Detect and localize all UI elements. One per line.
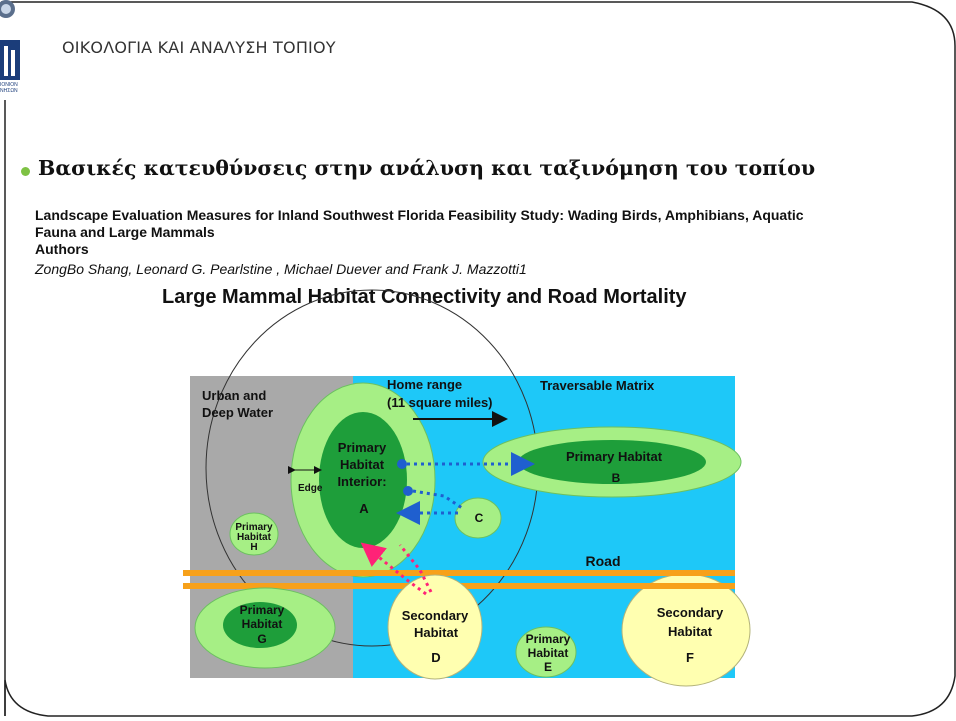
figure-title: Large Mammal Habitat Connectivity and Ro…	[162, 286, 687, 308]
habitat-b-interior	[518, 440, 706, 484]
label-a-3: Interior:	[337, 474, 386, 489]
label-a-4: A	[359, 501, 369, 516]
label-edge: Edge	[298, 483, 323, 494]
label-home-range-2: (11 square miles)	[387, 395, 493, 410]
label-f-3: F	[686, 650, 694, 665]
label-a-2: Habitat	[340, 457, 385, 472]
authors-names: ZongBo Shang, Leonard G. Pearlstine , Mi…	[35, 261, 527, 277]
label-traversable-matrix: Traversable Matrix	[540, 378, 655, 393]
university-logo	[0, 0, 20, 80]
habitat-g-interior	[223, 602, 297, 648]
mortality-path-d-a	[360, 542, 427, 596]
mortality-path-d-a-2	[398, 544, 433, 593]
label-road: Road	[586, 553, 621, 569]
label-c: C	[475, 511, 484, 525]
authors-label: Authors	[35, 241, 89, 257]
label-urban-1: Urban and	[202, 388, 266, 403]
label-b-2: B	[612, 471, 621, 485]
habitat-e	[515, 626, 577, 678]
bullet-icon	[21, 167, 30, 176]
label-d-2: Habitat	[414, 625, 459, 640]
label-f-1: Secondary	[657, 605, 724, 620]
logo-caption: ΙΟΝΙΟΝ ΝΗΣΩΝ	[0, 82, 18, 94]
label-urban-2: Deep Water	[202, 405, 273, 420]
paper-title: Landscape Evaluation Measures for Inland…	[35, 207, 804, 240]
label-home-range-1: Home range	[387, 377, 462, 392]
label-g-2: Habitat	[242, 617, 283, 631]
label-g-1: Primary	[240, 603, 285, 617]
habitat-d	[387, 574, 483, 680]
label-b-1: Primary Habitat	[566, 449, 663, 464]
label-d-3: D	[431, 650, 440, 665]
label-e-2: Habitat	[528, 646, 569, 660]
habitat-a-interior	[319, 412, 407, 548]
label-f-2: Habitat	[668, 624, 713, 639]
label-e-3: E	[544, 660, 552, 674]
connector-dot-ac	[403, 486, 413, 496]
label-e-1: Primary	[526, 632, 571, 646]
header-title: ΟΙΚΟΛΟΓΙΑ ΚΑΙ ΑΝΑΛΥΣΗ ΤΟΠΙΟΥ	[62, 38, 336, 57]
label-a-1: Primary	[338, 440, 387, 455]
connector-dot-ab	[397, 459, 407, 469]
label-h-3: H	[250, 542, 257, 553]
bullet-heading: Βασικές κατευθύνσεις στην ανάλυση και τα…	[38, 156, 816, 180]
label-g-3: G	[257, 632, 266, 646]
label-h-1: Primary	[235, 522, 273, 533]
label-d-1: Secondary	[402, 608, 469, 623]
habitat-c	[454, 497, 502, 539]
habitat-h	[229, 512, 279, 556]
label-h-2: Habitat	[237, 532, 272, 543]
